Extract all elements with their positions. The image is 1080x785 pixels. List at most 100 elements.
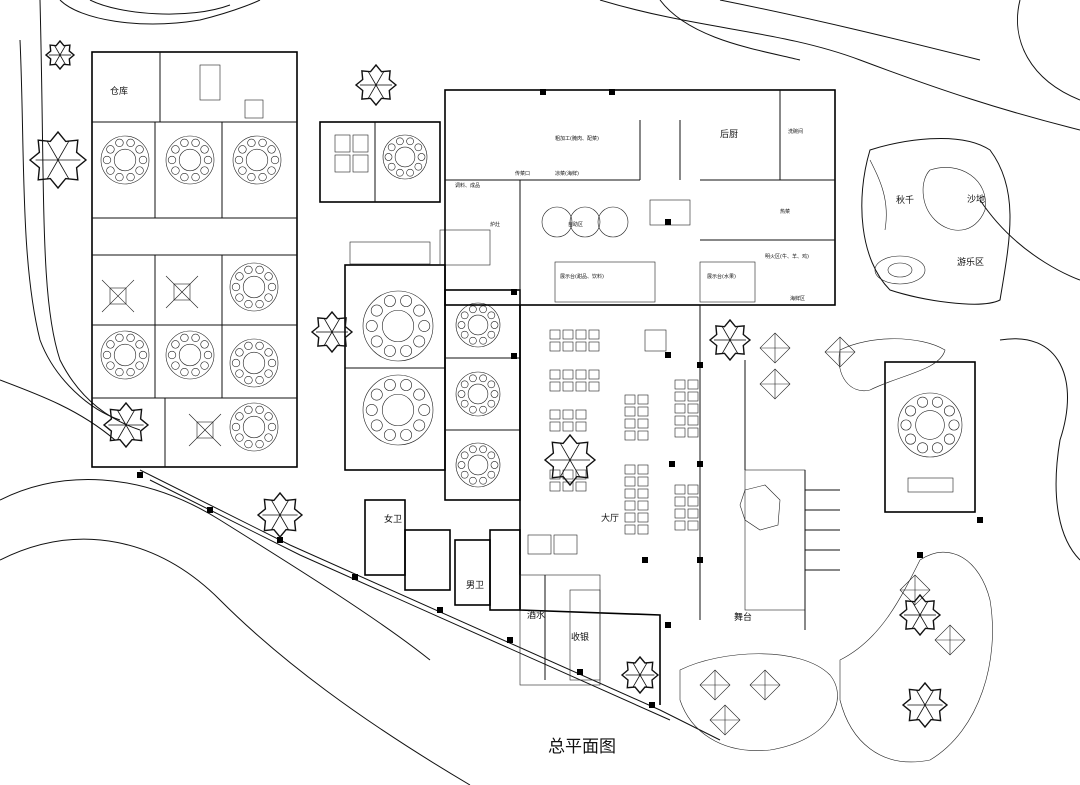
chair bbox=[588, 381, 600, 392]
column-marker bbox=[669, 461, 675, 467]
chair bbox=[687, 427, 699, 438]
tree bbox=[310, 310, 354, 354]
chair bbox=[674, 427, 686, 438]
parasol-table bbox=[824, 336, 856, 368]
chair bbox=[687, 415, 699, 426]
chair bbox=[637, 512, 649, 523]
round-table bbox=[382, 134, 428, 180]
hall-block bbox=[519, 305, 840, 705]
kitchen-block bbox=[444, 89, 836, 306]
chair bbox=[624, 476, 636, 487]
note-fire: 明火区(牛、羊、鸡) bbox=[765, 253, 809, 260]
column-marker bbox=[609, 89, 615, 95]
chair bbox=[624, 394, 636, 405]
chair bbox=[637, 394, 649, 405]
chair bbox=[674, 484, 686, 495]
note-buffet: 自助区 bbox=[568, 221, 583, 228]
round-table bbox=[229, 338, 279, 388]
round-table bbox=[362, 374, 434, 446]
tree bbox=[44, 39, 76, 71]
round-table bbox=[362, 290, 434, 362]
tree bbox=[898, 593, 942, 637]
column-marker bbox=[437, 607, 443, 613]
chair bbox=[687, 484, 699, 495]
chair bbox=[588, 329, 600, 340]
round-table bbox=[229, 402, 279, 452]
room-drinks: 酒水 bbox=[527, 609, 545, 621]
parasol-table bbox=[759, 332, 791, 364]
chair bbox=[549, 341, 561, 352]
chair bbox=[674, 508, 686, 519]
round-table bbox=[455, 442, 501, 488]
chair bbox=[637, 476, 649, 487]
column-marker bbox=[511, 289, 517, 295]
chair bbox=[624, 500, 636, 511]
chair bbox=[549, 469, 561, 480]
chair bbox=[575, 481, 587, 492]
room-female-wc: 女卫 bbox=[384, 513, 402, 525]
column-marker bbox=[511, 353, 517, 359]
chair bbox=[637, 418, 649, 429]
column-marker bbox=[697, 461, 703, 467]
chair bbox=[575, 369, 587, 380]
note-sauce: 调料、成品 bbox=[455, 182, 480, 189]
note-prep: 粗加工(腌肉、配菜) bbox=[555, 135, 599, 142]
chair bbox=[687, 379, 699, 390]
chair bbox=[575, 469, 587, 480]
chair bbox=[527, 534, 552, 555]
chair bbox=[549, 409, 561, 420]
round-table bbox=[165, 330, 215, 380]
chair bbox=[624, 464, 636, 475]
chair bbox=[549, 329, 561, 340]
room-kitchen: 后厨 bbox=[720, 129, 738, 140]
chair bbox=[562, 381, 574, 392]
trees bbox=[28, 39, 949, 729]
note-seafood: 海鲜区 bbox=[790, 295, 805, 302]
tree bbox=[256, 491, 304, 539]
note-hot: 热菜 bbox=[780, 208, 790, 215]
chair bbox=[575, 409, 587, 420]
chair bbox=[637, 406, 649, 417]
square-table bbox=[165, 275, 199, 309]
round-table bbox=[165, 135, 215, 185]
chair bbox=[624, 406, 636, 417]
chair bbox=[334, 154, 351, 173]
note-display2: 展示台(水果) bbox=[707, 273, 736, 280]
room-cashier: 收银 bbox=[571, 631, 589, 643]
chair bbox=[637, 500, 649, 511]
tree bbox=[102, 401, 150, 449]
chair bbox=[624, 488, 636, 499]
chair bbox=[674, 391, 686, 402]
chair bbox=[674, 379, 686, 390]
column-marker bbox=[917, 552, 923, 558]
chair bbox=[562, 409, 574, 420]
square-table bbox=[101, 279, 135, 313]
room-stage: 舞台 bbox=[734, 611, 752, 623]
column-marker bbox=[352, 574, 358, 580]
toilets-block bbox=[364, 499, 601, 686]
note-display1: 展示台(甜品、饮料) bbox=[560, 273, 604, 280]
chair bbox=[562, 469, 574, 480]
chair bbox=[674, 520, 686, 531]
note-pass: 传菜口 bbox=[515, 170, 530, 177]
structural-columns bbox=[137, 89, 983, 708]
chair bbox=[549, 369, 561, 380]
round-table bbox=[100, 135, 150, 185]
chair bbox=[637, 430, 649, 441]
area-sandpit: 沙地 bbox=[967, 193, 985, 205]
area-swing: 秋千 bbox=[896, 194, 914, 206]
chair bbox=[687, 496, 699, 507]
column-marker bbox=[540, 89, 546, 95]
chair bbox=[352, 134, 369, 153]
chair bbox=[637, 464, 649, 475]
chair bbox=[624, 524, 636, 535]
chair bbox=[588, 341, 600, 352]
chair bbox=[674, 496, 686, 507]
chair bbox=[687, 403, 699, 414]
chair bbox=[562, 369, 574, 380]
chair bbox=[687, 520, 699, 531]
chair bbox=[334, 134, 351, 153]
note-dish: 洗碗间 bbox=[788, 128, 803, 135]
tree bbox=[708, 318, 752, 362]
note-stove: 炉灶 bbox=[490, 221, 500, 228]
